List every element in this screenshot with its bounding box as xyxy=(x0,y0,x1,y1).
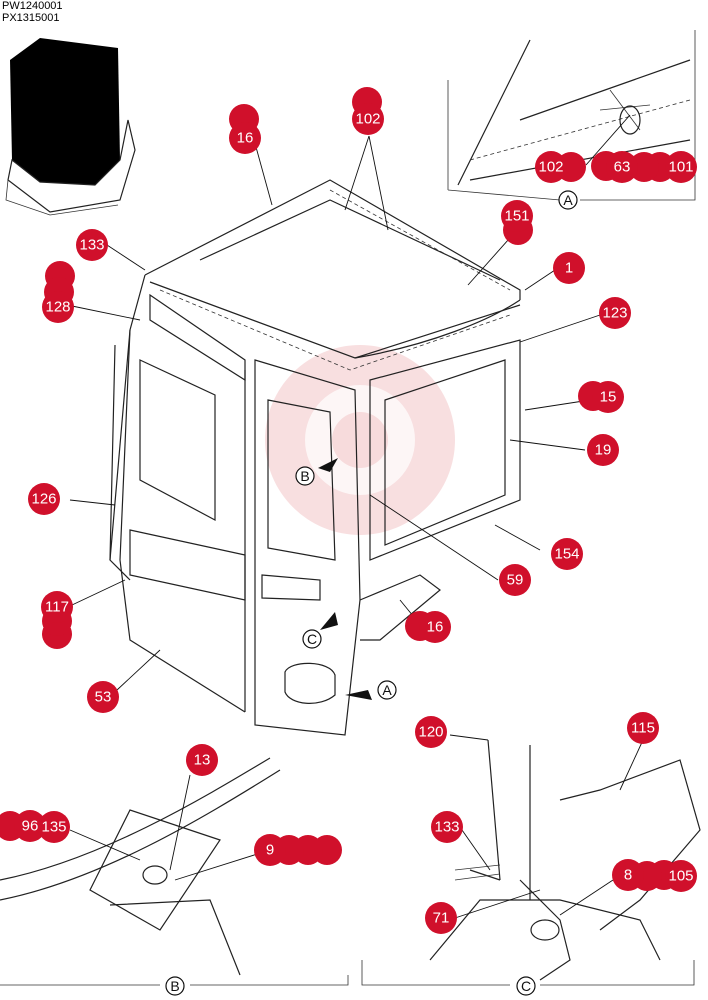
drawing-codes: PW1240001 PX1315001 xyxy=(2,0,63,24)
callout-102-detail-a: 102 xyxy=(535,151,586,183)
view-ref-b-text: B xyxy=(300,468,309,484)
watermark xyxy=(265,345,455,535)
callout-59-label: 59 xyxy=(507,572,524,589)
callout-135-label: 135 xyxy=(41,819,66,836)
cab-main xyxy=(109,179,521,736)
callout-117: 117 xyxy=(41,591,73,649)
callout-1: 1 xyxy=(553,252,585,284)
callout-123: 123 xyxy=(599,297,631,329)
callout-133-main-label: 133 xyxy=(79,237,104,254)
drawing-code-1: PW1240001 xyxy=(2,0,63,12)
callout-151: 151 xyxy=(501,200,533,245)
callout-19: 19 xyxy=(587,434,619,466)
callout-16-label: 16 xyxy=(237,130,254,147)
callout-105-label: 105 xyxy=(668,868,693,885)
detail-b xyxy=(0,757,349,986)
callout-96: 96 xyxy=(0,810,46,842)
arrow-b-icon xyxy=(318,458,338,472)
callout-8-label: 8 xyxy=(624,867,632,884)
callout-120: 120 xyxy=(415,716,447,748)
callout-123-label: 123 xyxy=(602,305,627,322)
callout-71: 71 xyxy=(425,902,457,934)
drawing-code-2: PX1315001 xyxy=(2,12,60,24)
callout-59: 59 xyxy=(499,564,531,596)
callout-53-label: 53 xyxy=(95,689,112,706)
callout-15: 15 xyxy=(578,381,624,413)
view-ref-a: A xyxy=(377,680,397,700)
cab-thumbnail xyxy=(5,38,136,216)
view-label-a: A xyxy=(558,190,578,210)
callout-1-label: 1 xyxy=(565,260,573,277)
callout-115-label: 115 xyxy=(631,720,655,737)
callout-133-detail-c: 133 xyxy=(431,811,463,843)
callout-102-label: 102 xyxy=(355,111,380,128)
callout-105: 105 xyxy=(665,860,697,892)
callout-96-label: 96 xyxy=(22,818,39,835)
callout-154: 154 xyxy=(551,538,583,570)
view-ref-c: C xyxy=(302,629,322,649)
callout-101-detail-a: 101 xyxy=(665,151,697,183)
callout-151-label: 151 xyxy=(504,208,529,225)
callout-128: 128 xyxy=(42,261,75,323)
arrow-c-icon xyxy=(320,612,338,630)
view-label-c: C xyxy=(516,976,536,996)
callout-13-label: 13 xyxy=(194,752,211,769)
view-ref-a-text: A xyxy=(382,682,392,698)
callout-126-label: 126 xyxy=(31,491,56,508)
callout-16: 16 xyxy=(229,104,261,154)
callout-135: 135 xyxy=(38,811,70,843)
callout-102-detail-a-label: 102 xyxy=(538,159,563,176)
view-ref-b: B xyxy=(295,466,315,486)
callout-63: 63 xyxy=(591,151,675,183)
callout-102: 102 xyxy=(352,87,384,135)
callout-9-label: 9 xyxy=(266,842,274,859)
callout-120-label: 120 xyxy=(418,724,443,741)
callout-133-detail-c-label: 133 xyxy=(434,819,459,836)
view-label-b-text: B xyxy=(170,978,179,994)
callout-13: 13 xyxy=(186,744,218,776)
callout-128-label: 128 xyxy=(45,299,70,316)
callout-117-label: 117 xyxy=(45,599,69,616)
callout-15-label: 15 xyxy=(600,389,617,406)
callout-16-lower-label: 16 xyxy=(427,619,444,636)
callout-19-label: 19 xyxy=(595,442,612,459)
callout-133-main: 133 xyxy=(76,229,108,261)
callout-71-label: 71 xyxy=(433,910,450,927)
view-ref-c-text: C xyxy=(307,631,317,647)
callout-9: 9 xyxy=(254,834,342,866)
callout-126: 126 xyxy=(28,483,60,515)
view-label-b: B xyxy=(165,976,185,996)
callout-16-lower: 16 xyxy=(405,611,451,643)
callout-53: 53 xyxy=(87,681,119,713)
callout-154-label: 154 xyxy=(554,546,579,563)
view-label-a-text: A xyxy=(563,192,573,208)
view-label-c-text: C xyxy=(521,978,531,994)
callout-115: 115 xyxy=(627,712,659,744)
callout-101-detail-a-label: 101 xyxy=(668,159,693,176)
callout-63-label: 63 xyxy=(614,159,631,176)
arrow-a-icon xyxy=(345,690,372,700)
detail-c xyxy=(361,739,701,986)
